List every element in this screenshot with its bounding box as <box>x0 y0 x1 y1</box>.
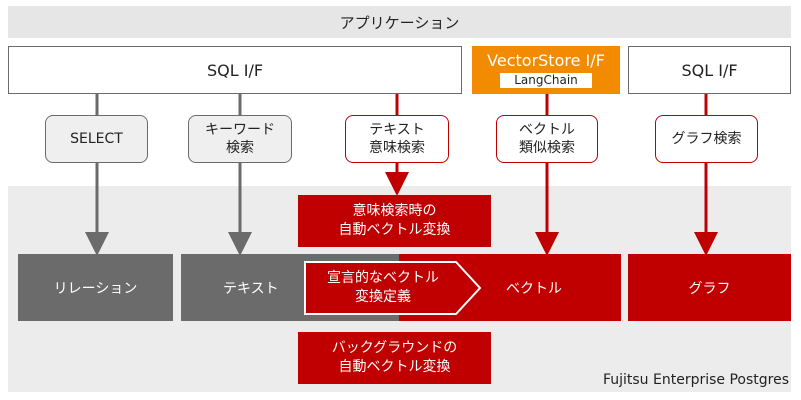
select-query-label: SELECT <box>70 131 123 147</box>
graph-search-label: グラフ検索 <box>671 131 742 147</box>
declarative-vector-label: 宣言的なベクトル 変換定義 <box>327 270 439 305</box>
relation-store-label: リレーション <box>53 280 138 297</box>
declarative-vector-arrow <box>304 261 482 315</box>
declarative-vector-label-box: 宣言的なベクトル 変換定義 <box>304 261 462 315</box>
similarity-search-label: ベクトル 類似検索 <box>519 122 575 156</box>
select-query-box: SELECT <box>45 115 148 163</box>
background-vector-label: バックグラウンドの 自動ベクトル変換 <box>331 340 458 375</box>
background-vector-box: バックグラウンドの 自動ベクトル変換 <box>298 332 491 384</box>
engine-name-label: Fujitsu Enterprise Postgres <box>602 372 789 388</box>
sql-interface-right-label: SQL I/F <box>681 60 738 80</box>
vector-store-label: ベクトル <box>506 280 562 297</box>
graph-store: グラフ <box>628 254 791 321</box>
vectorstore-interface: VectorStore I/F LangChain <box>472 46 620 94</box>
graph-store-label: グラフ <box>688 280 731 297</box>
vectorstore-interface-label: VectorStore I/F <box>487 51 605 70</box>
similarity-search-box: ベクトル 類似検索 <box>496 115 598 163</box>
auto-vector-query-label: 意味検索時の 自動ベクトル変換 <box>338 203 451 238</box>
application-layer: アプリケーション <box>8 6 791 38</box>
semantic-search-label: テキスト 意味検索 <box>369 122 425 156</box>
graph-search-box: グラフ検索 <box>655 115 758 163</box>
sql-interface-left-label: SQL I/F <box>206 60 264 80</box>
sql-interface-left: SQL I/F <box>8 46 462 94</box>
auto-vector-query-box: 意味検索時の 自動ベクトル変換 <box>298 195 491 247</box>
langchain-label: LangChain <box>500 73 592 88</box>
keyword-search-label: キーワード 検索 <box>205 122 275 156</box>
keyword-search-box: キーワード 検索 <box>188 115 292 163</box>
application-label: アプリケーション <box>339 13 460 32</box>
semantic-search-box: テキスト 意味検索 <box>345 115 449 163</box>
sql-interface-right: SQL I/F <box>628 46 791 94</box>
text-store-label: テキスト <box>223 280 279 297</box>
relation-store: リレーション <box>18 254 173 321</box>
